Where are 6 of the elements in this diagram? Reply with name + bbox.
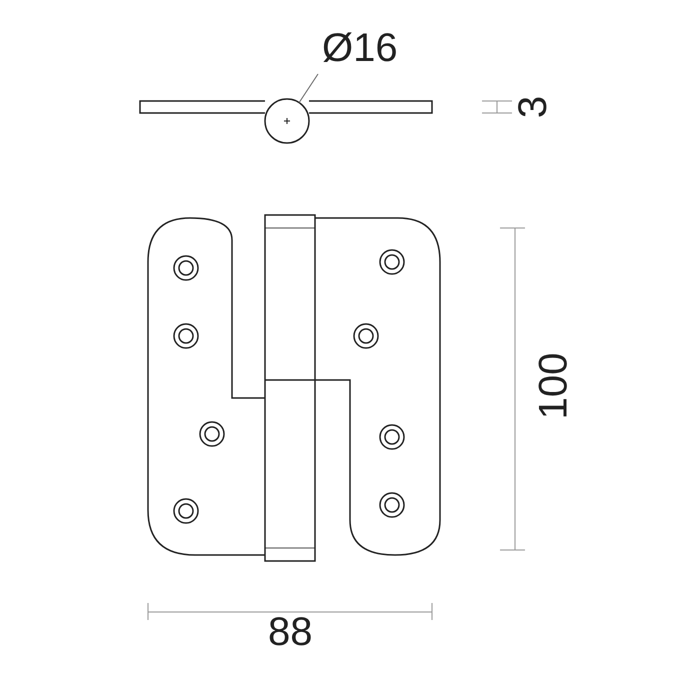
dimension-label: 100 [533, 352, 574, 420]
dimension-label: Ø16 [322, 28, 398, 68]
knuckle-circle [264, 98, 310, 144]
dimension-label: 3 [513, 96, 554, 118]
dimension-label: 88 [268, 612, 312, 652]
leader-line [298, 74, 318, 104]
